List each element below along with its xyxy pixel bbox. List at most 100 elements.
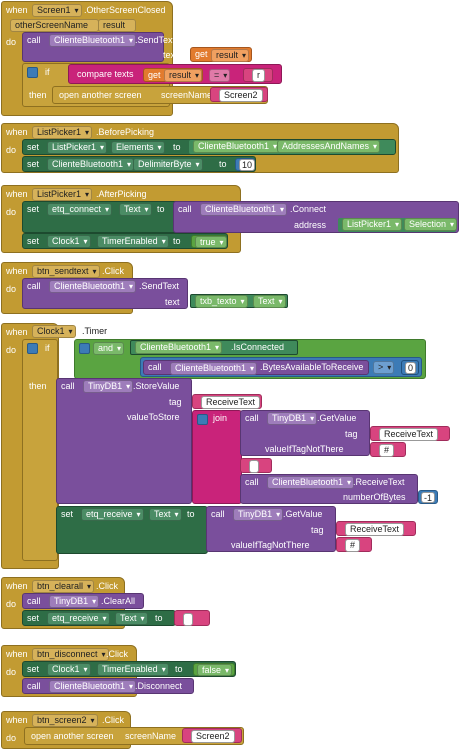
gear-icon[interactable] — [27, 67, 38, 78]
dropdown-bt[interactable]: ClienteBluetooth1 — [49, 680, 137, 693]
if-block-timer[interactable]: if then — [22, 339, 58, 561]
compare-texts-block[interactable]: compare texts get result = r — [68, 64, 282, 84]
dropdown-bt[interactable]: ClienteBluetooth1 — [200, 203, 288, 216]
param-result[interactable]: result — [98, 19, 137, 32]
call-bytes-available[interactable]: call ClienteBluetooth1 .BytesAvailableTo… — [143, 360, 369, 375]
dropdown-component[interactable]: TinyDB1 — [83, 380, 134, 393]
dropdown-prop[interactable]: TimerEnabled — [97, 663, 169, 676]
listpicker-selection-block[interactable]: ListPicker1 Selection — [338, 218, 458, 232]
dropdown-prop[interactable]: TimerEnabled — [97, 235, 169, 248]
set-etq-receive-clear-block[interactable]: set etq_receive Text to — [22, 610, 176, 626]
set-etq-connect-block[interactable]: set etq_connect Text to — [22, 201, 180, 233]
dropdown-prop[interactable]: Text — [115, 612, 148, 625]
dropdown-var[interactable]: result — [211, 49, 250, 62]
dropdown-op[interactable]: and — [93, 342, 125, 355]
text-value[interactable]: Screen2 — [191, 730, 235, 743]
dropdown-prop[interactable]: Text — [119, 203, 152, 216]
set-etq-receive-block[interactable]: set etq_receive Text to — [56, 506, 208, 554]
text-value[interactable]: ReceiveText — [379, 428, 439, 441]
bool-false-block[interactable]: false — [193, 663, 235, 676]
number-block[interactable]: 0 — [401, 360, 419, 375]
get-result-inner[interactable]: get result — [143, 68, 203, 82]
dropdown-op[interactable]: = — [209, 69, 231, 82]
call-receive-text-block[interactable]: call ClienteBluetooth1 .ReceiveText numb… — [240, 474, 418, 504]
set-timer-enabled-block[interactable]: set Clock1 TimerEnabled to true — [22, 233, 228, 249]
dropdown-bt[interactable]: ClienteBluetooth1 — [193, 140, 281, 153]
dropdown-component[interactable]: btn_clearall — [32, 580, 95, 593]
text-value[interactable]: ReceiveText — [201, 396, 261, 409]
call-send-text-block[interactable]: call ClienteBluetooth1 .SendText text — [22, 32, 178, 62]
dropdown-component[interactable]: TinyDB1 — [267, 412, 318, 425]
dropdown-prop[interactable]: Text — [149, 508, 182, 521]
dropdown-bt[interactable]: ClienteBluetooth1 — [47, 158, 135, 171]
get-result-block[interactable]: get result — [190, 47, 252, 62]
number-minus-one[interactable]: -1 — [418, 490, 438, 504]
set-elements-block[interactable]: set ListPicker1 Elements to ClienteBluet… — [22, 139, 396, 155]
number-block[interactable]: 10 — [235, 158, 256, 171]
text-screen2-block[interactable]: Screen2 — [210, 87, 268, 102]
dropdown-component[interactable]: TinyDB1 — [233, 508, 284, 521]
dropdown-bt[interactable]: ClienteBluetooth1 — [267, 476, 355, 489]
is-connected-block[interactable]: ClienteBluetooth1 .IsConnected — [130, 340, 298, 355]
dropdown-component[interactable]: ListPicker1 — [32, 188, 93, 201]
text-value[interactable] — [183, 613, 193, 626]
text-value[interactable]: r — [252, 69, 265, 82]
dropdown-component[interactable]: btn_screen2 — [32, 714, 98, 727]
text-value[interactable]: # — [345, 539, 361, 552]
dropdown-component[interactable]: TinyDB1 — [49, 595, 100, 608]
dropdown-component[interactable]: ListPicker1 — [342, 218, 403, 231]
number-value[interactable]: 0 — [405, 362, 417, 374]
bool-true-block[interactable]: true — [191, 235, 227, 248]
text-receive-text-tag[interactable]: ReceiveText — [192, 394, 262, 409]
text-hash[interactable]: # — [370, 442, 406, 457]
dropdown-op[interactable]: > — [373, 361, 395, 374]
dropdown-component[interactable]: etq_receive — [47, 612, 110, 625]
join-block[interactable]: join — [192, 410, 242, 504]
call-send-text-block-2[interactable]: call ClienteBluetooth1 .SendText text — [22, 278, 188, 309]
call-connect-block[interactable]: call ClienteBluetooth1 .Connect address … — [173, 201, 459, 233]
set-timer-disabled-block[interactable]: set Clock1 TimerEnabled to false — [22, 661, 236, 677]
gear-icon[interactable] — [197, 414, 208, 425]
text-screen2-block-2[interactable]: Screen2 — [182, 728, 242, 743]
text-value[interactable]: Screen2 — [219, 89, 263, 102]
text-value[interactable] — [249, 460, 259, 473]
dropdown-var[interactable]: result — [164, 69, 203, 82]
dropdown-bool[interactable]: true — [195, 236, 227, 248]
dropdown-bool[interactable]: false — [197, 664, 233, 676]
dropdown-component[interactable]: Screen1 — [32, 4, 82, 17]
dropdown-component[interactable]: btn_sendtext — [32, 265, 100, 278]
txb-texto-text-block[interactable]: txb_texto Text — [190, 294, 288, 308]
bt-addresses-block[interactable]: ClienteBluetooth1 AddressesAndNames — [189, 140, 395, 154]
dropdown-component[interactable]: etq_receive — [81, 508, 144, 521]
number-value[interactable]: -1 — [421, 492, 436, 503]
dropdown-component[interactable]: txb_texto — [195, 295, 248, 308]
dropdown-component[interactable]: ListPicker1 — [47, 141, 108, 154]
text-literal-r[interactable]: r — [243, 68, 273, 82]
call-get-value-block-2[interactable]: call TinyDB1 .GetValue tag valueIfTagNot… — [206, 506, 336, 552]
dropdown-prop[interactable]: AddressesAndNames — [277, 140, 381, 153]
dropdown-bt[interactable]: ClienteBluetooth1 — [135, 341, 223, 354]
text-value[interactable]: # — [379, 444, 395, 457]
call-disconnect-block[interactable]: call ClienteBluetooth1 .Disconnect — [22, 678, 194, 694]
dropdown-bt[interactable]: ClienteBluetooth1 — [49, 34, 137, 47]
gear-icon[interactable] — [79, 343, 90, 354]
text-value[interactable]: ReceiveText — [345, 523, 405, 536]
number-value[interactable]: 10 — [239, 159, 256, 171]
dropdown-prop[interactable]: Text — [253, 295, 286, 308]
dropdown-bt[interactable]: ClienteBluetooth1 — [170, 362, 258, 375]
text-receive-text-tag-2[interactable]: ReceiveText — [370, 426, 450, 441]
call-get-value-block[interactable]: call TinyDB1 .GetValue tag valueIfTagNot… — [240, 410, 370, 456]
gear-icon[interactable] — [27, 343, 38, 354]
dropdown-component[interactable]: Clock1 — [32, 325, 76, 338]
dropdown-bt[interactable]: ClienteBluetooth1 — [49, 280, 137, 293]
dropdown-prop[interactable]: Elements — [111, 141, 165, 154]
dropdown-prop[interactable]: Selection — [404, 218, 458, 231]
text-empty-2[interactable] — [174, 610, 210, 626]
param-other-screen-name[interactable]: otherScreenName — [10, 19, 100, 32]
dropdown-component[interactable]: etq_connect — [47, 203, 113, 216]
text-hash-2[interactable]: # — [336, 537, 372, 552]
dropdown-component[interactable]: Clock1 — [47, 235, 91, 248]
set-delimiter-block[interactable]: set ClienteBluetooth1 DelimiterByte to 1… — [22, 156, 256, 172]
dropdown-component[interactable]: ListPicker1 — [32, 126, 93, 139]
dropdown-component[interactable]: Clock1 — [47, 663, 91, 676]
